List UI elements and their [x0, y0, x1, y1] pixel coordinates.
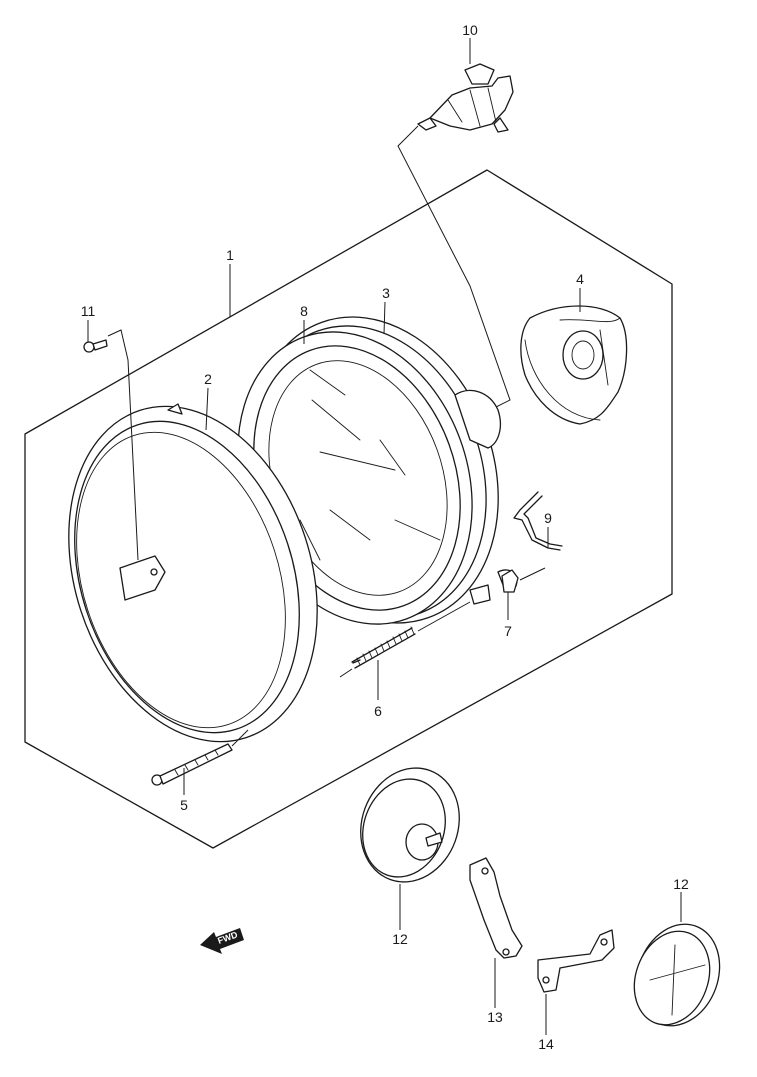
assembly-outline: [24, 169, 673, 849]
spring-leader-line: [339, 601, 471, 678]
bracket-part-13: [469, 857, 523, 959]
long-screw-leader-line: [231, 729, 249, 747]
spring-part-6: [351, 626, 416, 669]
callout-13: 13: [487, 1009, 503, 1025]
long-screw-part-5: [151, 743, 233, 786]
clip-part-9: [513, 491, 563, 551]
callout-4: 4: [576, 271, 584, 287]
callout-10: 10: [462, 22, 478, 38]
callout-2: 2: [204, 371, 212, 387]
callout-8: 8: [300, 303, 308, 319]
callout-5: 5: [180, 797, 188, 813]
screw-leader-line: [107, 329, 139, 561]
nut-leader-line: [519, 567, 546, 581]
callout-12b: 12: [673, 876, 689, 892]
screw-part-11: [83, 339, 108, 353]
callout-1: 1: [226, 247, 234, 263]
callout-14: 14: [538, 1036, 554, 1052]
outer-ring-part-2: [68, 403, 318, 743]
callout-leaders: [87, 38, 682, 1035]
horn-cap-part-12b: [633, 923, 721, 1027]
horn-part-12a: [360, 767, 460, 883]
callout-12a: 12: [392, 931, 408, 947]
adjuster-nut-part-7: [501, 569, 519, 593]
callout-11: 11: [81, 303, 96, 319]
bracket-part-14: [537, 929, 615, 993]
callout-3: 3: [382, 285, 390, 301]
callout-labels: 1 2 3 4 5 6 7 8 9 10 11 12 12 13 14: [81, 22, 689, 1052]
callout-6: 6: [374, 703, 382, 719]
bulb-leader-line: [397, 125, 511, 411]
socket-cover-part-4: [520, 305, 628, 425]
callout-7: 7: [504, 623, 512, 639]
fwd-arrow-icon: FWD: [200, 928, 244, 954]
callout-9: 9: [544, 510, 552, 526]
bulb-part-10: [417, 63, 514, 133]
